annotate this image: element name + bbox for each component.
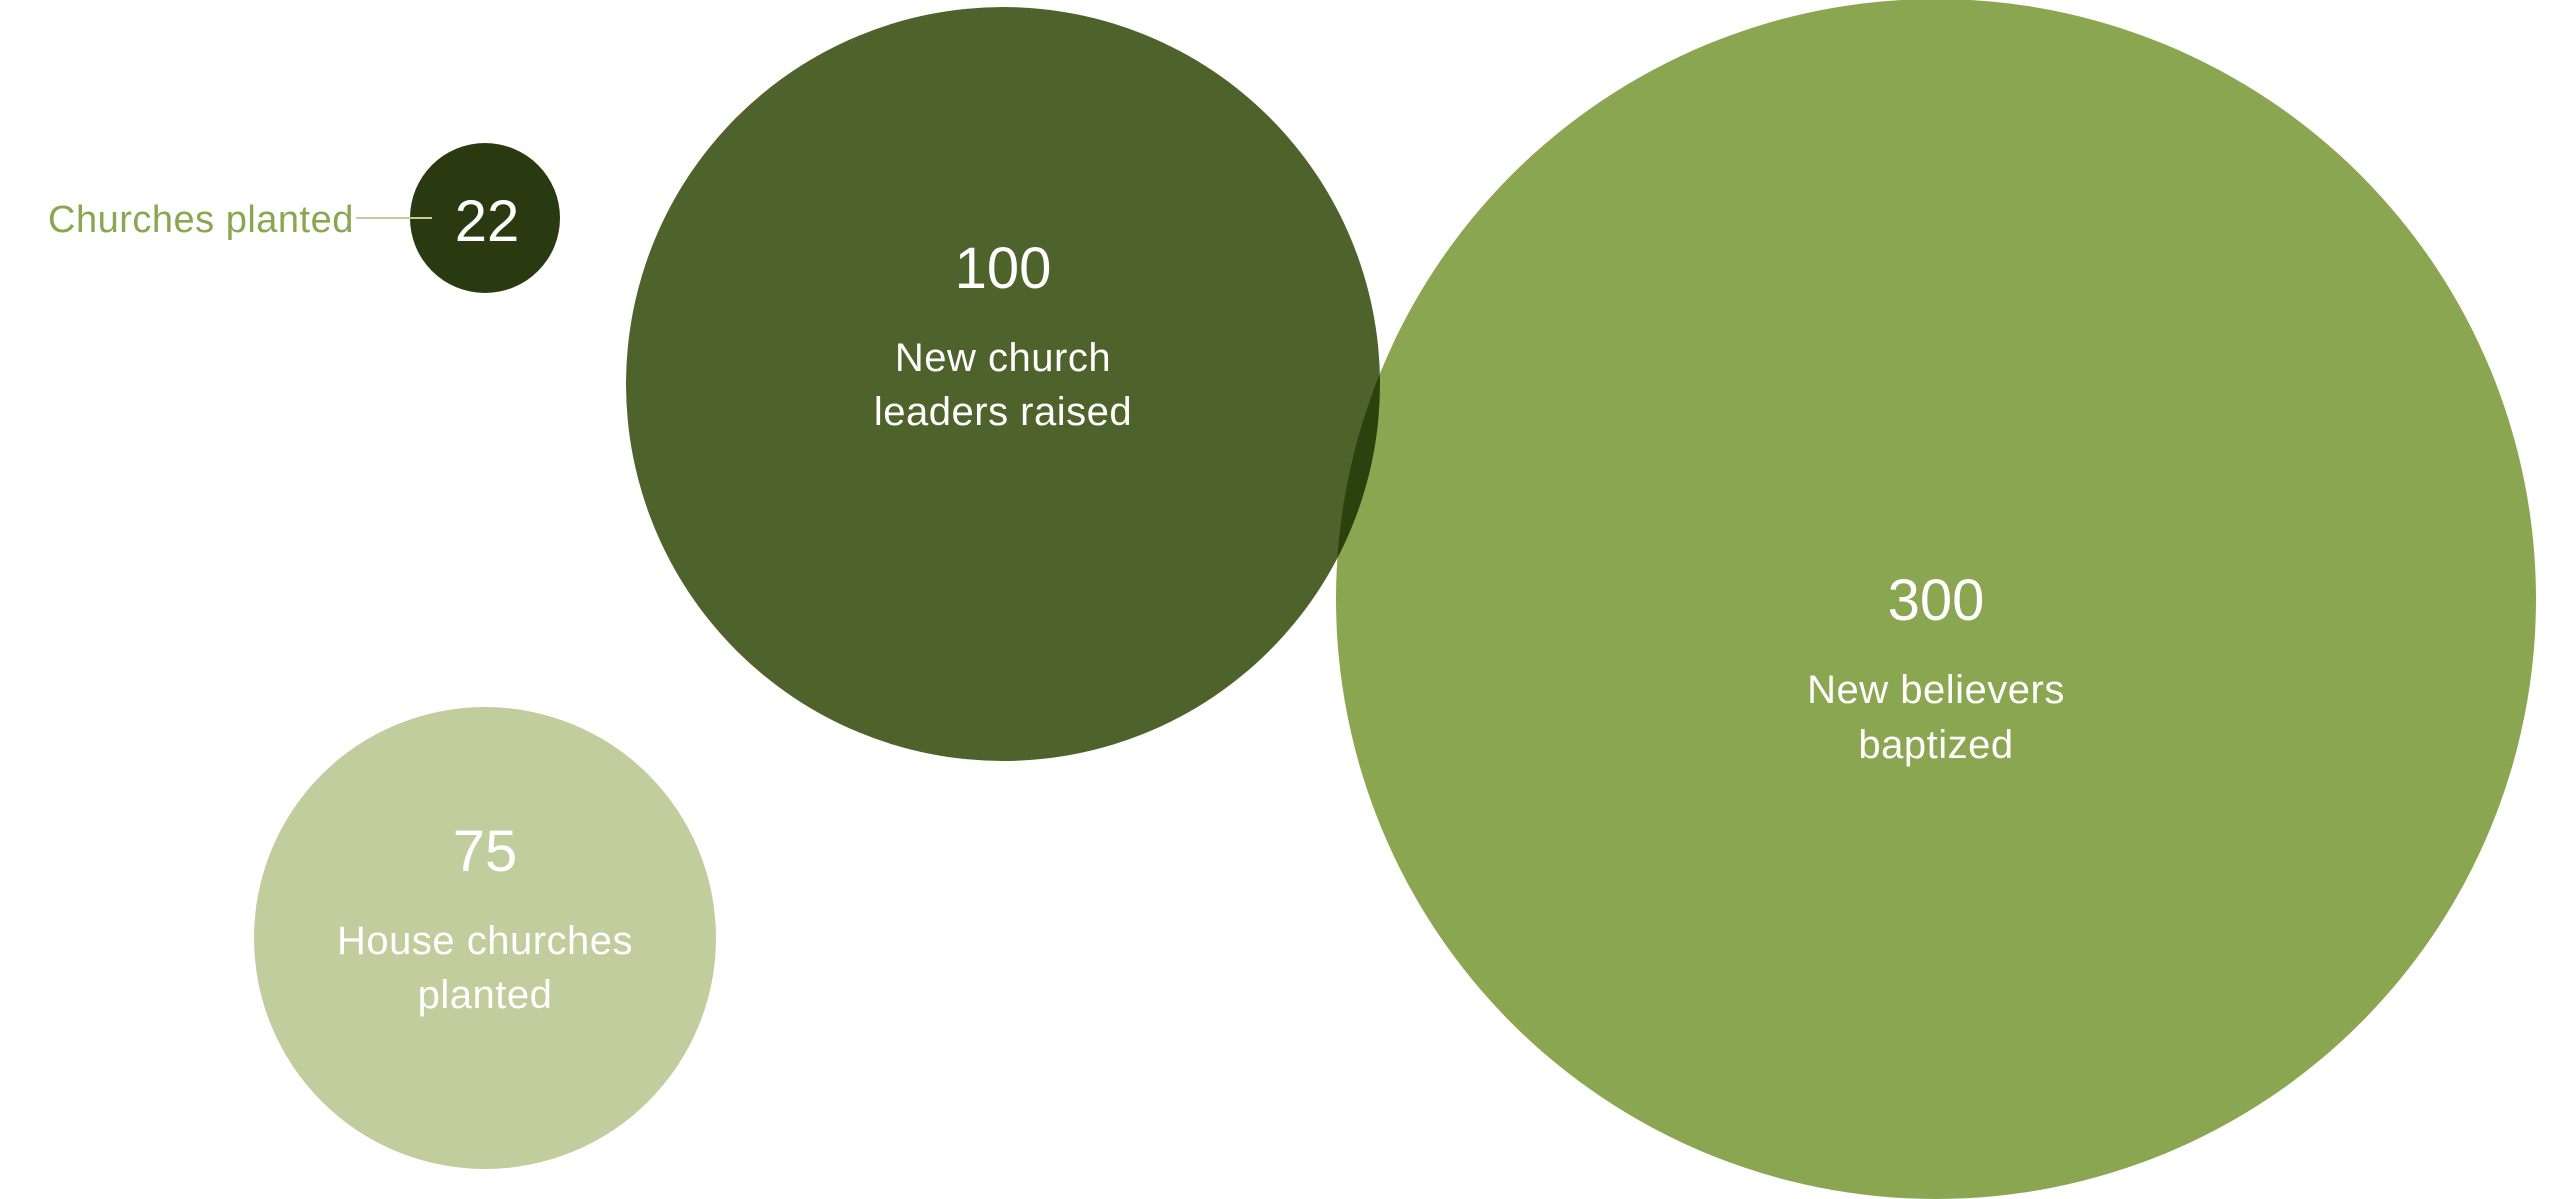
bubble-churches-planted bbox=[410, 143, 560, 293]
house-churches-label-line2: planted bbox=[418, 973, 553, 1017]
leaders-label-line2: leaders raised bbox=[874, 390, 1132, 434]
leaders-label-line1: New church bbox=[895, 336, 1111, 380]
bubble-new-church-leaders bbox=[626, 7, 1380, 761]
house-churches-value: 75 bbox=[453, 819, 518, 884]
baptized-value: 300 bbox=[1888, 568, 1985, 633]
bubble-new-believers-baptized bbox=[1336, 0, 2536, 1199]
bubble-house-churches bbox=[254, 707, 716, 1169]
leaders-value: 100 bbox=[955, 236, 1052, 301]
baptized-label-line1: New believers bbox=[1807, 668, 2065, 712]
churches-planted-value: 22 bbox=[455, 189, 520, 254]
house-churches-label-line1: House churches bbox=[337, 919, 633, 963]
baptized-label-line2: baptized bbox=[1858, 723, 2013, 767]
churches-planted-label: Churches planted bbox=[48, 199, 354, 241]
